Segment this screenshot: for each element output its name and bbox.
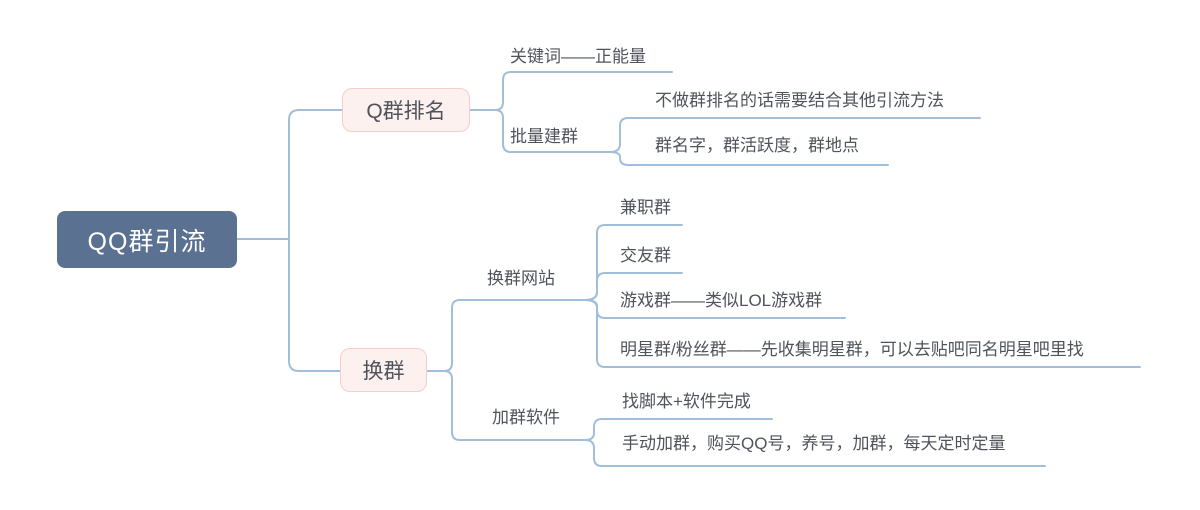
node-swap-group-websites[interactable]: 换群网站 xyxy=(487,269,555,288)
node-root-topic[interactable]: QQ群引流 xyxy=(57,211,237,268)
node-keyword-positive-energy[interactable]: 关键词——正能量 xyxy=(510,47,646,66)
node-group-name-activity-location[interactable]: 群名字，群活跃度，群地点 xyxy=(655,136,859,155)
node-batch-create-groups[interactable]: 批量建群 xyxy=(510,127,578,146)
node-friend-making-groups[interactable]: 交友群 xyxy=(620,246,671,265)
node-part-time-job-groups[interactable]: 兼职群 xyxy=(620,198,671,217)
node-script-plus-software[interactable]: 找脚本+软件完成 xyxy=(622,392,751,411)
node-manual-join-daily-quota[interactable]: 手动加群，购买QQ号，养号，加群，每天定时定量 xyxy=(622,434,1006,453)
node-need-other-methods[interactable]: 不做群排名的话需要结合其他引流方法 xyxy=(655,91,944,110)
node-celebrity-fan-groups[interactable]: 明星群/粉丝群——先收集明星群，可以去贴吧同名明星吧里找 xyxy=(620,340,1084,359)
node-group-joining-software[interactable]: 加群软件 xyxy=(492,408,560,427)
node-swap-group[interactable]: 换群 xyxy=(340,348,427,392)
node-game-groups[interactable]: 游戏群——类似LOL游戏群 xyxy=(620,291,823,310)
node-q-group-ranking[interactable]: Q群排名 xyxy=(342,88,470,132)
